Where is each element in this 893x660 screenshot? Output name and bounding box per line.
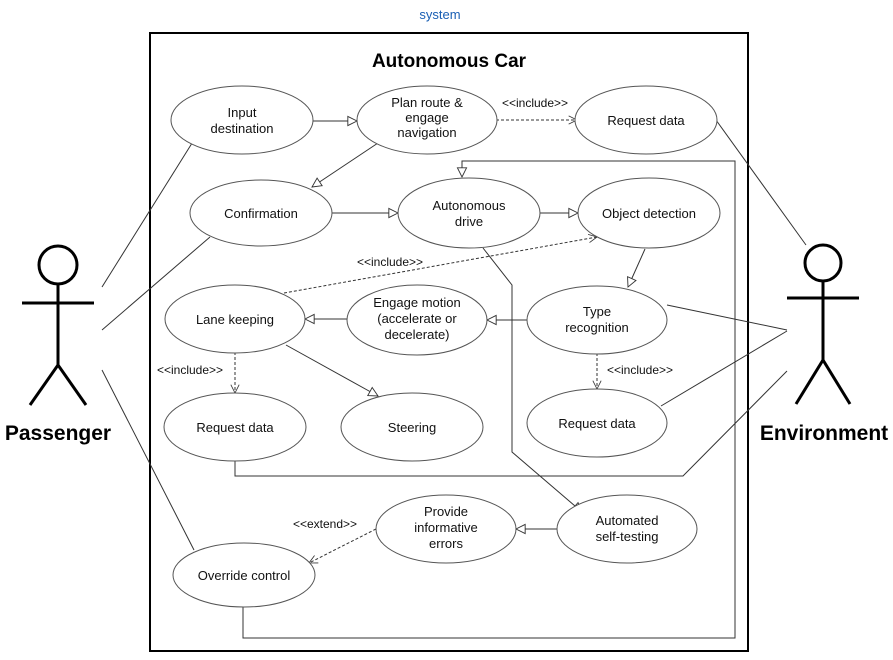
edge-request-left-to-environment <box>234 370 788 477</box>
edge-drive-to-selftest <box>482 247 582 512</box>
edge-override-to-drive <box>242 160 736 639</box>
assoc-passenger-override <box>101 369 195 551</box>
use-case-label-line: navigation <box>397 125 456 140</box>
edge-lane-include-object <box>283 237 597 294</box>
use-case-label-line: Plan route & <box>391 95 463 110</box>
edge-lane-to-steering <box>285 344 378 396</box>
label-include-plan-request: <<include>> <box>502 96 568 110</box>
assoc-passenger-confirmation <box>101 236 211 331</box>
svg-text:Request data: Request data <box>558 416 636 431</box>
use-case-label-line: errors <box>429 536 463 551</box>
connectors <box>101 119 807 639</box>
use-case-confirmation[interactable]: Confirmation <box>189 179 333 247</box>
label-extend-errors-override: <<extend>> <box>293 517 357 531</box>
use-case-label-line: Confirmation <box>224 206 298 221</box>
use-case-label-line: Lane keeping <box>196 312 274 327</box>
use-case-label-line: destination <box>211 121 274 136</box>
svg-text:Confirmation: Confirmation <box>224 206 298 221</box>
svg-text:Object detection: Object detection <box>602 206 696 221</box>
use-case-label-line: Provide <box>424 504 468 519</box>
stick-figure-icon <box>22 244 94 406</box>
use-case-label-line: Override control <box>198 568 291 583</box>
use-case-label-line: Type <box>583 304 611 319</box>
svg-text:Override control: Override control <box>198 568 291 583</box>
use-case-steering[interactable]: Steering <box>340 392 484 462</box>
use-case-label-line: Steering <box>388 420 436 435</box>
assoc-environment-type <box>666 304 788 331</box>
use-case-label-line: (accelerate or <box>377 311 457 326</box>
system-header-label: system <box>419 7 460 22</box>
system-boundary <box>149 32 749 652</box>
use-case-label-line: Input <box>228 105 257 120</box>
use-case-label-line: informative <box>414 520 478 535</box>
use-case-label-line: Engage motion <box>373 295 460 310</box>
use-case-label-line: self-testing <box>596 529 659 544</box>
actor-environment[interactable]: Environment <box>760 243 888 445</box>
actor-label-environment: Environment <box>760 422 888 445</box>
use-case-label-line: recognition <box>565 320 629 335</box>
use-case-label-line: drive <box>455 214 483 229</box>
use-case-label-line: Autonomous <box>433 198 506 213</box>
edge-errors-extend-override <box>309 528 377 564</box>
actor-passenger[interactable]: Passenger <box>5 244 111 445</box>
system-title: Autonomous Car <box>372 51 527 72</box>
use-case-label-line: Automated <box>596 513 659 528</box>
use-case-label-line: engage <box>405 110 448 125</box>
svg-text:Request data: Request data <box>196 420 274 435</box>
svg-text:Steering: Steering <box>388 420 436 435</box>
use-case-label-line: Request data <box>558 416 636 431</box>
use-case-label-line: Request data <box>196 420 274 435</box>
label-include-lane-request: <<include>> <box>157 363 223 377</box>
svg-text:Lane keeping: Lane keeping <box>196 312 274 327</box>
assoc-passenger-input <box>101 139 195 288</box>
use-case-request-data-top[interactable]: Request data <box>574 85 718 155</box>
svg-text:Request data: Request data <box>607 113 685 128</box>
edge-plan-to-confirmation <box>312 142 379 187</box>
use-case-label-line: Request data <box>607 113 685 128</box>
stick-figure-icon <box>787 243 859 405</box>
actor-label-passenger: Passenger <box>5 422 111 445</box>
use-case-label-line: Object detection <box>602 206 696 221</box>
use-case-request-data-left[interactable]: Request data <box>163 392 307 462</box>
use-case-request-data-right[interactable]: Request data <box>526 388 668 458</box>
edge-object-to-type <box>628 248 646 287</box>
use-case-override-control[interactable]: Override control <box>172 542 316 608</box>
assoc-environment-request-top <box>715 119 807 246</box>
use-case-label-line: decelerate) <box>384 327 449 342</box>
label-include-lane-object: <<include>> <box>357 255 423 269</box>
assoc-environment-request-right <box>660 330 788 407</box>
use-case-object-detection[interactable]: Object detection <box>577 177 721 249</box>
label-include-type-request: <<include>> <box>607 363 673 377</box>
use-case-lane-keeping[interactable]: Lane keeping <box>164 284 306 354</box>
